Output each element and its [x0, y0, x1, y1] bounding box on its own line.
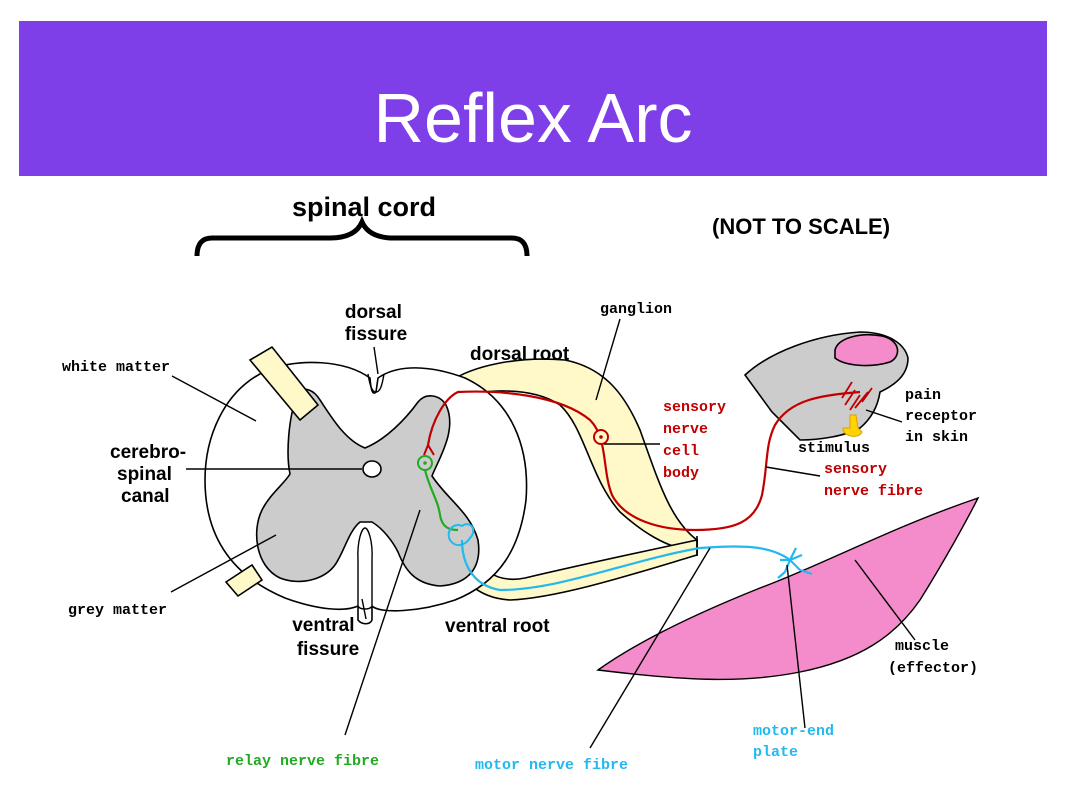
cerebrospinal-canal — [362, 460, 382, 478]
pain-receptor-label: pain receptor in skin — [905, 387, 986, 446]
motor-end-plate-label: motor-end plate — [753, 723, 843, 761]
grey-matter — [255, 388, 480, 587]
motor-cell-body — [447, 523, 475, 546]
not-to-scale-note: (NOT TO SCALE) — [712, 214, 890, 239]
ventral-fissure-label: ventral fissure — [292, 615, 360, 660]
motor-nerve-fibre-label: motor nerve fibre — [475, 757, 628, 774]
relay-nerve-fibre-label: relay nerve fibre — [226, 753, 379, 770]
cerebrospinal-canal-label: cerebro- spinal canal — [110, 442, 191, 507]
grey-matter-label: grey matter — [68, 602, 167, 619]
pain-receptor-endings — [841, 381, 873, 411]
slide-title: Reflex Arc — [373, 79, 693, 157]
white-matter-label: white matter — [62, 359, 170, 376]
dorsal-fissure-label: dorsal fissure — [345, 302, 407, 345]
dorsal-root-label: dorsal root — [470, 344, 570, 365]
stimulus-arrow — [842, 414, 863, 437]
muscle-label: muscle (effector) — [888, 638, 978, 677]
sensory-nerve-fibre-path — [426, 390, 861, 532]
sensory-nerve-fibre-label: sensory nerve fibre — [824, 461, 923, 500]
ventral-fissure — [357, 527, 373, 610]
motor-nerve-fibre-path — [460, 539, 791, 592]
left-dorsal-root-stub — [248, 345, 320, 422]
ventral-root-label: ventral root — [445, 616, 550, 637]
spinal-cord-brace — [194, 215, 530, 257]
fingernail — [834, 334, 899, 367]
ganglion-label: ganglion — [600, 301, 672, 318]
sensory-nerve-cell-body-label: sensory nerve cell body — [663, 399, 735, 482]
spinal-cord-heading: spinal cord — [292, 192, 436, 222]
dorsal-fissure — [367, 373, 385, 393]
stimulus-label: stimulus — [798, 440, 870, 457]
left-ventral-root-stub — [224, 563, 264, 598]
title-banner: Reflex Arc — [19, 21, 1047, 176]
muscle — [596, 496, 980, 681]
